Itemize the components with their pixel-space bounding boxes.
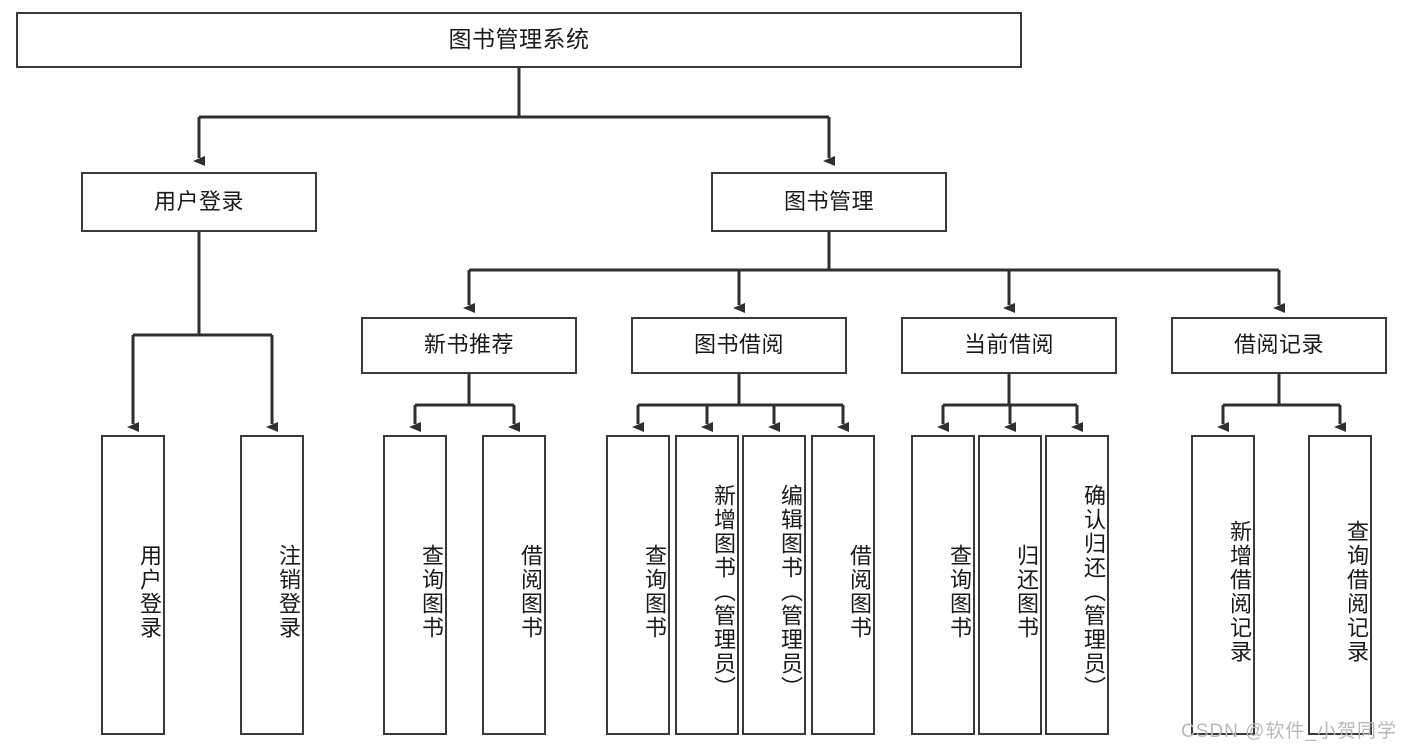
leaf-add-book[interactable]: 新增图书（管理员） <box>675 435 739 735</box>
leaf-label: 新增借阅记录 <box>1227 520 1252 664</box>
leaf-label: 查询图书 <box>419 544 444 640</box>
leaf-label: 新增图书（管理员） <box>711 484 736 700</box>
leaf-label: 确认归还（管理员） <box>1081 484 1106 700</box>
leaf-label: 查询图书 <box>642 544 667 640</box>
node-book-manage[interactable]: 图书管理 <box>711 172 947 232</box>
leaf-label: 查询图书 <box>947 544 972 640</box>
leaf-label: 用户登录 <box>137 544 162 640</box>
csdn-watermark: CSDN @软件_小贺同学 <box>1181 721 1397 742</box>
node-book-borrow[interactable]: 图书借阅 <box>631 317 847 374</box>
leaf-label: 查询借阅记录 <box>1344 520 1369 664</box>
leaf-label: 借阅图书 <box>847 544 872 640</box>
node-new-book-rec[interactable]: 新书推荐 <box>361 317 577 374</box>
leaf-return-book[interactable]: 归还图书 <box>978 435 1042 735</box>
node-root[interactable]: 图书管理系统 <box>16 12 1022 68</box>
node-user-login[interactable]: 用户登录 <box>81 172 317 232</box>
leaf-label: 归还图书 <box>1014 544 1039 640</box>
leaf-query-book-2[interactable]: 查询图书 <box>606 435 670 735</box>
node-borrow-record[interactable]: 借阅记录 <box>1171 317 1387 374</box>
leaf-user-login[interactable]: 用户登录 <box>101 435 165 735</box>
leaf-confirm-return[interactable]: 确认归还（管理员） <box>1045 435 1109 735</box>
leaf-logout[interactable]: 注销登录 <box>240 435 304 735</box>
leaf-query-book-1[interactable]: 查询图书 <box>383 435 447 735</box>
leaf-query-book-3[interactable]: 查询图书 <box>911 435 975 735</box>
leaf-query-record[interactable]: 查询借阅记录 <box>1308 435 1372 735</box>
leaf-borrow-book-2[interactable]: 借阅图书 <box>811 435 875 735</box>
leaf-label: 借阅图书 <box>518 544 543 640</box>
leaf-label: 编辑图书（管理员） <box>778 484 803 700</box>
leaf-add-record[interactable]: 新增借阅记录 <box>1191 435 1255 735</box>
node-current-borrow[interactable]: 当前借阅 <box>901 317 1117 374</box>
leaf-borrow-book-1[interactable]: 借阅图书 <box>482 435 546 735</box>
leaf-edit-book[interactable]: 编辑图书（管理员） <box>742 435 806 735</box>
leaf-label: 注销登录 <box>276 544 301 640</box>
